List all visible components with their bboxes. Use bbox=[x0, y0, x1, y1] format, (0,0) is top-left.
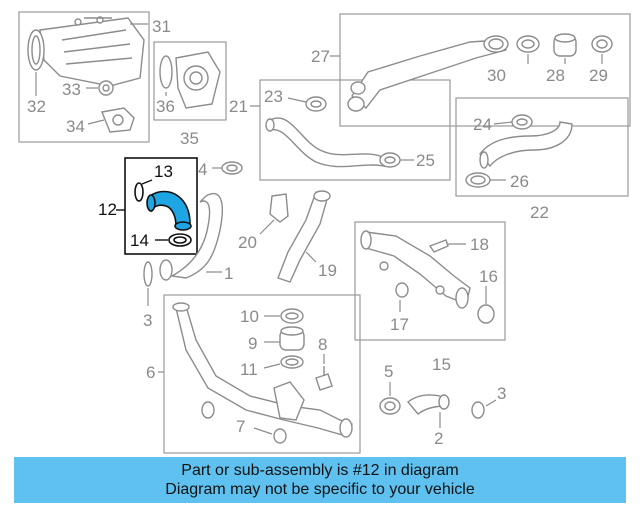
callout-31: 31 bbox=[152, 17, 171, 36]
part-10-clamp bbox=[280, 308, 304, 324]
part-27-charge-pipe bbox=[347, 35, 509, 112]
callout-9: 9 bbox=[248, 334, 257, 353]
callout-13: 13 bbox=[154, 162, 173, 181]
group-box-21 bbox=[259, 79, 451, 181]
callout-26: 26 bbox=[510, 172, 529, 191]
parts-diagram: 31 32 33 34 36 35 27 30 28 29 21 23 25 2… bbox=[18, 11, 631, 454]
callout-2: 2 bbox=[434, 429, 443, 448]
callout-4: 4 bbox=[198, 160, 207, 179]
callout-32: 32 bbox=[27, 97, 46, 116]
callout-17: 17 bbox=[390, 315, 409, 334]
group-box-31 bbox=[18, 11, 150, 143]
callout-35: 35 bbox=[180, 129, 199, 148]
part-19-pipe bbox=[277, 190, 331, 283]
callout-22: 22 bbox=[530, 203, 549, 222]
callout-21: 21 bbox=[229, 97, 248, 116]
callout-11: 11 bbox=[240, 360, 258, 379]
part-31-manifold bbox=[27, 16, 145, 87]
part-12-hose-end-bottom bbox=[174, 221, 192, 231]
part-21-hose bbox=[265, 117, 386, 168]
group-box-27 bbox=[339, 13, 631, 127]
part-35-throttle-body bbox=[159, 51, 221, 109]
part-33-fitting bbox=[98, 80, 114, 96]
callout-33: 33 bbox=[62, 80, 81, 99]
callout-1: 1 bbox=[224, 264, 233, 283]
callout-16: 16 bbox=[479, 267, 498, 286]
part-3-oring-right bbox=[471, 401, 485, 419]
part-16-oring bbox=[477, 304, 495, 324]
group-box-22 bbox=[455, 97, 629, 197]
callout-34: 34 bbox=[66, 117, 85, 136]
callout-3-right: 3 bbox=[497, 384, 506, 403]
part-6-pipe-assembly bbox=[172, 302, 353, 438]
callout-15: 15 bbox=[432, 355, 451, 374]
callout-18: 18 bbox=[470, 235, 489, 254]
part-23-clamp bbox=[305, 96, 327, 112]
callout-24: 24 bbox=[473, 115, 492, 134]
part-29-clamp bbox=[591, 35, 613, 53]
part-28-coupler bbox=[553, 33, 577, 57]
part-34-flange bbox=[101, 107, 135, 133]
callout-30: 30 bbox=[487, 66, 506, 85]
part-1-hose bbox=[159, 193, 224, 281]
part-18-bolt bbox=[428, 239, 449, 253]
part-3-oring-left bbox=[143, 261, 153, 287]
callout-3-left: 3 bbox=[143, 311, 152, 330]
part-5-clamp bbox=[379, 397, 401, 415]
callout-20: 20 bbox=[238, 233, 257, 252]
group-box-6 bbox=[163, 294, 361, 454]
part-13-oring bbox=[134, 182, 144, 202]
callout-19: 19 bbox=[318, 261, 337, 280]
info-banner: Part or sub-assembly is #12 in diagram D… bbox=[14, 457, 626, 503]
callout-12: 12 bbox=[98, 200, 117, 219]
callout-28: 28 bbox=[546, 66, 565, 85]
part-15-pipe bbox=[360, 230, 471, 309]
part-12-hose-body bbox=[149, 190, 191, 227]
part-25-clamp bbox=[379, 152, 401, 168]
callout-25: 25 bbox=[416, 151, 435, 170]
part-26-clamp bbox=[465, 172, 491, 188]
part-2-hose bbox=[407, 394, 450, 415]
part-30-clamp bbox=[516, 35, 540, 53]
callout-6: 6 bbox=[146, 363, 155, 382]
part-11-clamp bbox=[280, 355, 304, 369]
part-20-bracket bbox=[269, 193, 289, 223]
banner-line-1: Part or sub-assembly is #12 in diagram bbox=[181, 462, 459, 479]
callout-27: 27 bbox=[311, 47, 330, 66]
part-12-hose-end-top bbox=[146, 194, 156, 212]
callout-23: 23 bbox=[264, 87, 283, 106]
banner-line-2: Diagram may not be specific to your vehi… bbox=[165, 481, 475, 498]
group-box-35 bbox=[153, 41, 227, 121]
part-4-clamp bbox=[221, 161, 243, 175]
part-12-hose-highlighted bbox=[146, 190, 192, 231]
callout-29: 29 bbox=[589, 66, 608, 85]
part-14-clamp bbox=[168, 233, 192, 247]
highlight-box-12 bbox=[124, 157, 198, 255]
part-8-bolt bbox=[315, 366, 333, 391]
callout-7: 7 bbox=[236, 417, 245, 436]
part-17-grommet bbox=[395, 282, 409, 298]
callout-8: 8 bbox=[318, 335, 327, 354]
callout-5: 5 bbox=[384, 362, 393, 381]
part-22-hose bbox=[479, 121, 573, 169]
group-box-15 bbox=[354, 221, 506, 341]
part-9-coupler bbox=[279, 326, 305, 351]
callout-10: 10 bbox=[240, 307, 259, 326]
part-7-grommets bbox=[201, 401, 287, 444]
part-24-clamp bbox=[511, 114, 533, 130]
callout-14: 14 bbox=[130, 231, 149, 250]
callout-36: 36 bbox=[156, 97, 175, 116]
